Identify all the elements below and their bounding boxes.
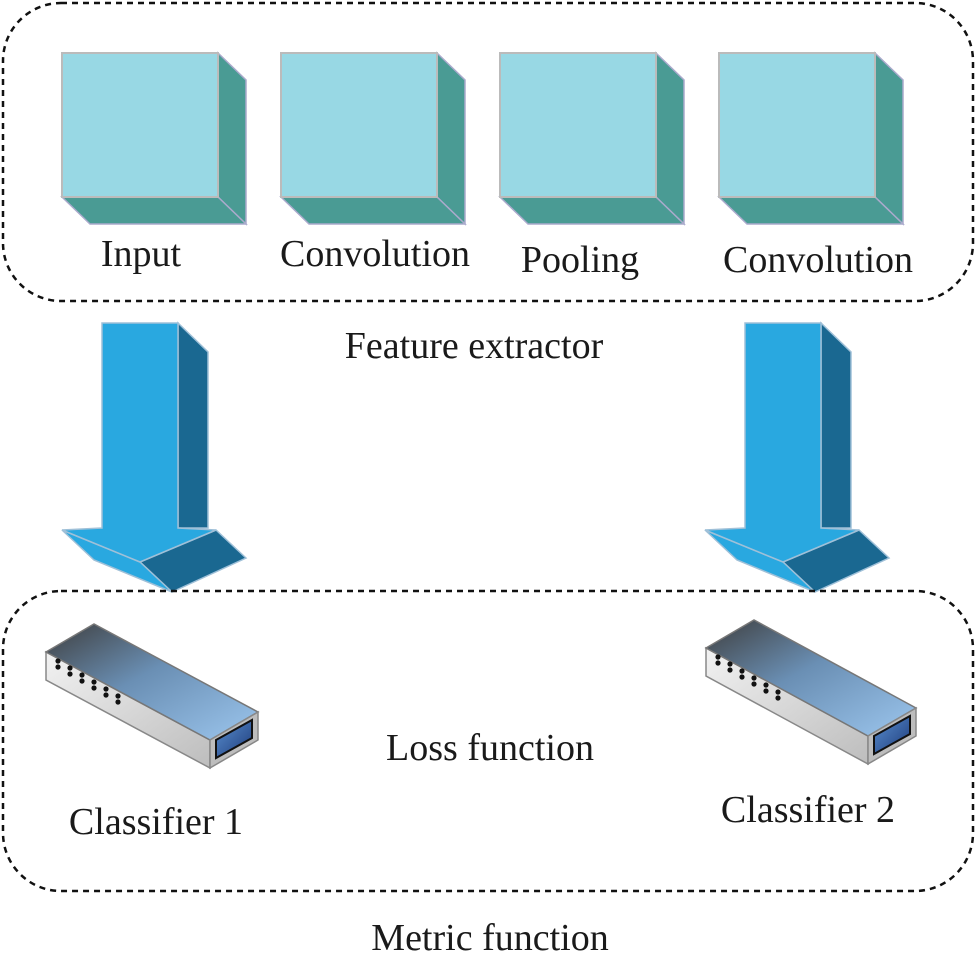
device-end-port bbox=[215, 718, 253, 760]
device-ports bbox=[55, 658, 121, 705]
arrow-front-face bbox=[704, 322, 860, 563]
down-arrow-right bbox=[704, 321, 891, 593]
cube-side-face bbox=[217, 51, 247, 226]
feature-extractor-title: Feature extractor bbox=[345, 325, 604, 367]
classifier-2-label: Classifier 2 bbox=[721, 789, 895, 831]
cube-bottom-face bbox=[279, 196, 467, 225]
cube-front-face bbox=[61, 52, 219, 198]
metric-function-title: Metric function bbox=[371, 917, 608, 959]
layer-label-convolution-1: Convolution bbox=[280, 233, 470, 275]
arrow-front-face bbox=[61, 322, 217, 563]
layer-cube-convolution-2 bbox=[717, 51, 905, 226]
down-arrow-left bbox=[61, 321, 248, 593]
feature-extractor-box bbox=[1, 1, 975, 303]
layer-cube-pooling bbox=[498, 51, 686, 226]
cube-side-face bbox=[655, 51, 685, 226]
feature-extractor-group: Input Convolution Pooling Convolution bbox=[1, 1, 975, 303]
layer-label-convolution-2: Convolution bbox=[723, 239, 913, 281]
classifier-1-label: Classifier 1 bbox=[69, 801, 243, 843]
cube-front-face bbox=[280, 52, 438, 198]
cube-bottom-face bbox=[60, 196, 248, 225]
cube-side-face bbox=[436, 51, 466, 226]
loss-function-label: Loss function bbox=[386, 727, 594, 769]
cube-side-face bbox=[874, 51, 904, 226]
metric-function-group: Loss function Classifier 1 Classifier 2 bbox=[1, 589, 975, 893]
cube-bottom-face bbox=[717, 196, 905, 225]
layer-cube-input bbox=[60, 51, 248, 226]
device-end-port bbox=[873, 714, 911, 756]
layer-label-input: Input bbox=[101, 233, 182, 275]
arrow-shaft-side bbox=[820, 321, 852, 529]
cube-front-face bbox=[499, 52, 657, 198]
layer-label-pooling: Pooling bbox=[521, 239, 639, 281]
arrow-shaft-side bbox=[177, 321, 209, 529]
cube-front-face bbox=[718, 52, 876, 198]
cube-bottom-face bbox=[498, 196, 686, 225]
classifier-2-device-icon bbox=[704, 619, 918, 766]
metric-function-box bbox=[1, 589, 975, 893]
device-ports bbox=[715, 654, 781, 701]
layer-cube-convolution-1 bbox=[279, 51, 467, 226]
classifier-1-device-icon bbox=[44, 623, 260, 770]
